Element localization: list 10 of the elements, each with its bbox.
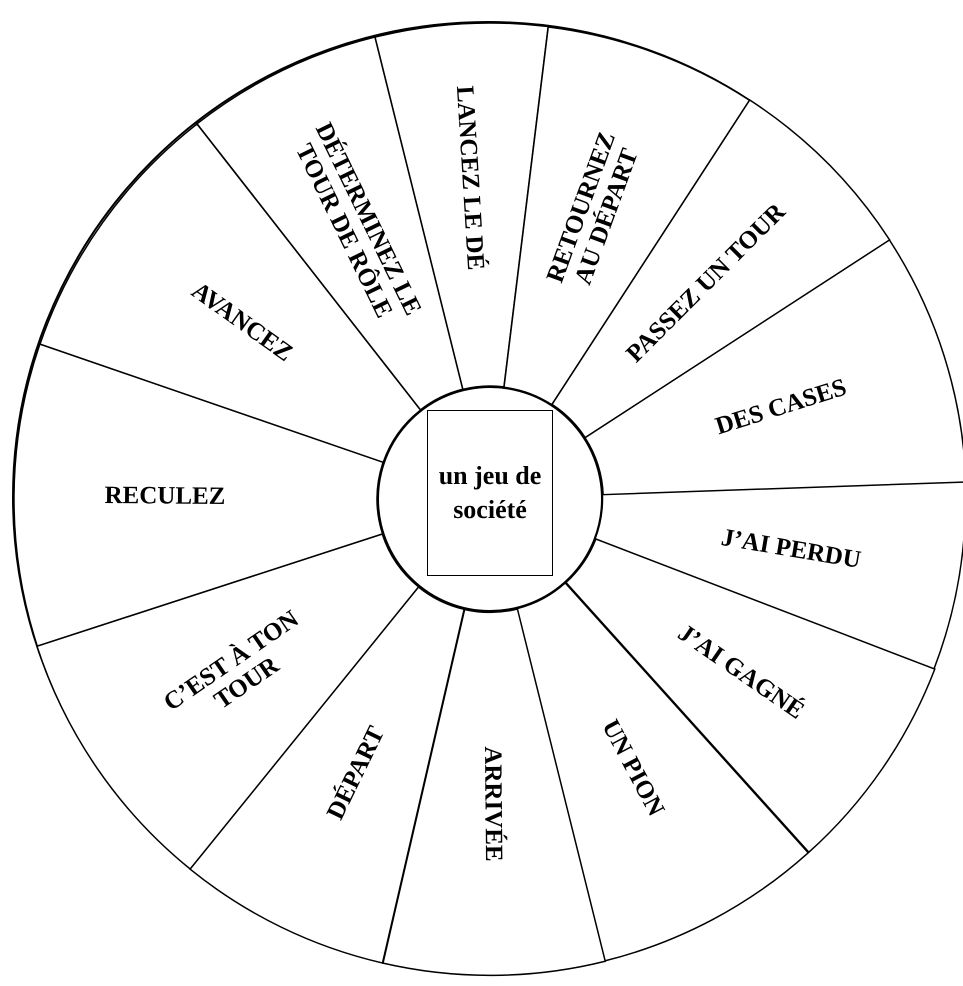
wheel-sector xyxy=(517,582,808,961)
sector-label: J’AI PERDU xyxy=(719,524,863,574)
sector-label: DES CASES xyxy=(712,374,850,441)
center-label: un jeu de société xyxy=(438,460,542,526)
sector-label: RECULEZ xyxy=(104,482,226,510)
center-card xyxy=(427,410,553,576)
wheel-sector xyxy=(382,608,606,975)
sector-label: ARRIVÉE xyxy=(478,746,507,862)
sector-label: LANCEZ LE DÉ xyxy=(451,84,490,271)
wheel-sector xyxy=(37,534,419,869)
